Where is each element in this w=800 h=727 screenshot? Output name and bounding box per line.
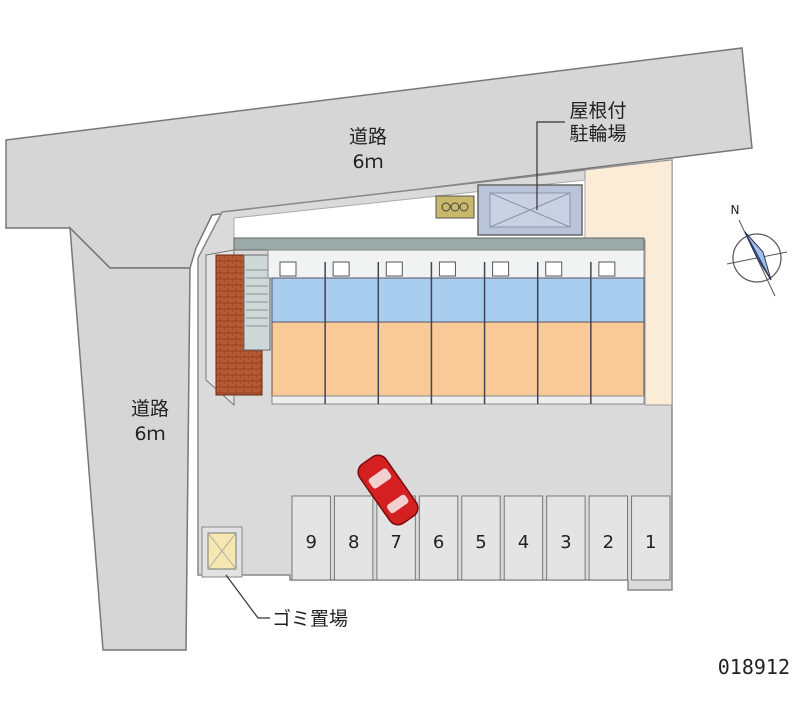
parking-stall — [461, 495, 501, 581]
parking-stall-number: 3 — [560, 532, 571, 553]
left-road-name: 道路 — [131, 398, 169, 420]
parking-stalls: 9 8 7 6 5 4 3 2 1 — [291, 495, 671, 581]
parking-stall — [333, 495, 374, 581]
property-code: 018912 — [717, 655, 790, 679]
unit-entrance — [492, 261, 510, 277]
left-road-width: 6ｍ — [134, 423, 165, 445]
unit-entrance — [385, 261, 403, 277]
bicycle-parking-structure — [477, 184, 583, 236]
compass-north-label: N — [731, 203, 740, 217]
parking-stall — [546, 495, 586, 581]
parking-stall — [418, 495, 459, 581]
parking-stall-number: 5 — [475, 532, 486, 553]
compass-icon: N — [726, 203, 788, 297]
garbage-area — [201, 526, 243, 578]
parking-stall-number: 8 — [348, 532, 359, 553]
garbage-leader-line — [225, 574, 270, 619]
parking-stall — [503, 495, 544, 581]
bicycle-rack-icon — [435, 195, 475, 219]
bicycle-leader-line — [536, 121, 565, 210]
unit-entrance — [598, 261, 616, 277]
unit-dividers — [279, 261, 616, 404]
left-road — [69, 226, 191, 651]
garbage-label: ゴミ置場 — [272, 608, 348, 630]
top-road-name: 道路 — [349, 126, 387, 148]
parking-stall — [588, 495, 629, 581]
unit-entrance — [279, 261, 297, 277]
unit-entrance — [438, 261, 456, 277]
car-icon — [357, 454, 419, 526]
parking-stall — [631, 495, 671, 581]
parking-stall-number: 6 — [433, 532, 444, 553]
parking-stall-number: 9 — [305, 532, 316, 553]
parking-stall-number: 7 — [390, 532, 401, 553]
bicycle-parking-label-1: 屋根付 — [569, 100, 626, 122]
parking-stall-number: 2 — [603, 532, 614, 553]
bicycle-parking-label-2: 駐輪場 — [569, 123, 626, 145]
parking-stall-number: 4 — [518, 532, 529, 553]
parking-stall — [291, 495, 331, 581]
top-road — [5, 47, 753, 269]
unit-entrance — [545, 261, 563, 277]
apartment-building — [205, 237, 645, 407]
top-road-width: 6ｍ — [352, 151, 383, 173]
unit-entrance — [332, 261, 350, 277]
parking-stall-number: 1 — [645, 532, 656, 553]
